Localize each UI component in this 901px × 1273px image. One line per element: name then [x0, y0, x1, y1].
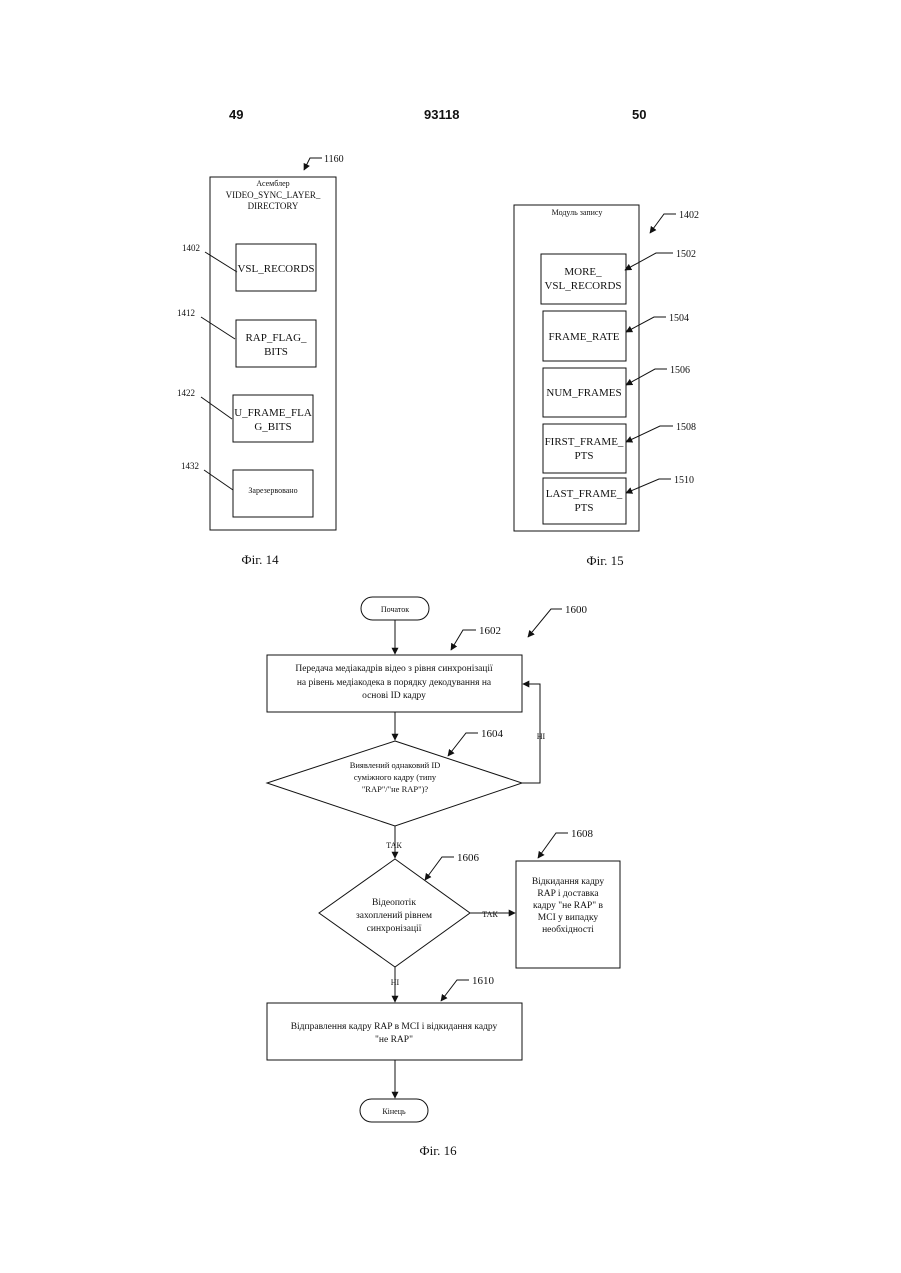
fig15-field-3-ref: 1506: [670, 365, 690, 376]
yes-label-1606: ТАК: [482, 910, 498, 919]
fig16-ref-leader: [528, 609, 562, 637]
decision-1604-ref: 1604: [481, 728, 504, 740]
fig15-ref: 1402: [679, 210, 699, 221]
decision-1606-line-1: Відеопотік: [372, 898, 416, 908]
leader-1604: [448, 733, 478, 756]
leader-1602: [451, 630, 476, 650]
fig15-ref-leader: [650, 214, 676, 233]
fig14-title-line-2: VIDEO_SYNC_LAYER_: [226, 190, 321, 200]
fig14-field-4-ref: 1432: [181, 461, 199, 471]
fig16-flowchart: [267, 597, 620, 1122]
fig15-field-box-5: [543, 478, 626, 524]
step-1608-line-5: необхідності: [542, 924, 594, 935]
fig15-field-1-ref: 1502: [676, 249, 696, 260]
decision-1604-line-2: суміжного кадру (типу: [354, 772, 437, 782]
loop-no-label: НІ: [537, 732, 546, 741]
step-1608-line-1: Відкидання кадру: [532, 877, 605, 887]
step-1602-line-3: основі ID кадру: [362, 691, 426, 701]
fig14-field-1-ref: 1402: [182, 243, 200, 253]
fig14-field-2-ref: 1412: [177, 308, 195, 318]
fig15-leader-3: [626, 369, 667, 385]
fig15-leader-4: [626, 426, 673, 442]
step-1602-line-2: на рівень медіакодека в порядку декодува…: [297, 678, 492, 688]
decision-1606-ref: 1606: [457, 852, 480, 864]
fig14-leader-4: [204, 470, 233, 490]
decision-1606-line-3: синхронізації: [367, 924, 422, 934]
fig14-field-3-line-1: U_FRAME_FLA: [234, 407, 312, 419]
fig15-field-3-label: NUM_FRAMES: [546, 387, 621, 399]
fig15-field-4-ref: 1508: [676, 422, 696, 433]
fig15-field-1-line-1: MORE_: [564, 266, 602, 278]
step-1608-line-2: RAP і доставка: [537, 889, 599, 899]
decision-1604-line-3: "RAP"/"не RAP")?: [362, 784, 429, 794]
step-1608-line-3: кадру "не RAP" в: [533, 901, 604, 911]
step-1610-ref: 1610: [472, 975, 495, 987]
fig14-title-line-3: DIRECTORY: [248, 201, 299, 211]
fig15-field-5-ref: 1510: [674, 475, 694, 486]
fig15-field-5-line-2: PTS: [575, 502, 594, 514]
fig14-field-4-label: Зарезервовано: [248, 486, 297, 495]
leader-1608: [538, 833, 568, 858]
step-1602-line-1: Передача медіакадрів відео з рівня синхр…: [295, 664, 493, 674]
fig15-leader-5: [626, 479, 671, 493]
step-1608-ref: 1608: [571, 828, 594, 840]
step-1608-line-4: МСІ у випадку: [538, 913, 599, 923]
fig16-caption: Фіг. 16: [419, 1143, 457, 1158]
fig15-field-box-4: [543, 424, 626, 473]
fig14-field-2-line-2: BITS: [264, 346, 288, 358]
fig14-title-line-1: Асемблер: [256, 179, 289, 188]
fig16-ref: 1600: [565, 604, 588, 616]
fig14-ref-leader: [304, 158, 322, 170]
decision-1604-line-1: Виявлений однаковий ID: [350, 760, 441, 770]
fig14-leader-3: [201, 397, 232, 419]
flow-start-label: Початок: [381, 605, 409, 614]
fig15-diagram: [514, 205, 676, 531]
no-label-1606: НІ: [391, 978, 400, 987]
fig14-caption: Фіг. 14: [241, 552, 279, 567]
fig15-leader-1: [625, 253, 673, 270]
yes-label-1604: ТАК: [386, 841, 402, 850]
leader-1606: [425, 857, 454, 880]
step-1602-ref: 1602: [479, 625, 501, 637]
fig14-ref: 1160: [324, 154, 344, 165]
fig14-diagram: [201, 158, 336, 530]
fig15-title: Модуль запису: [552, 208, 603, 217]
leader-1610: [441, 980, 469, 1001]
fig15-field-2-ref: 1504: [669, 313, 689, 324]
fig15-caption: Фіг. 15: [586, 553, 623, 568]
fig15-field-4-line-1: FIRST_FRAME_: [545, 436, 624, 448]
fig14-field-3-line-2: G_BITS: [254, 421, 291, 433]
flow-end-label: Кінець: [382, 1107, 406, 1116]
fig15-field-4-line-2: PTS: [575, 450, 594, 462]
fig15-field-1-line-2: VSL_RECORDS: [544, 280, 621, 292]
decision-1606-line-2: захоплений рівнем: [356, 910, 432, 921]
fig14-field-3-ref: 1422: [177, 388, 195, 398]
fig15-field-5-line-1: LAST_FRAME_: [546, 488, 623, 500]
fig15-field-box-1: [541, 254, 626, 304]
step-1610-line-2: "не RAP": [375, 1035, 413, 1045]
fig14-field-1-label: VSL_RECORDS: [237, 263, 314, 275]
fig14-leader-2: [201, 317, 235, 339]
fig14-field-2-line-1: RAP_FLAG_: [245, 332, 307, 344]
step-1610-line-1: Відправлення кадру RAP в МСІ і відкиданн…: [291, 1022, 498, 1032]
fig15-field-2-label: FRAME_RATE: [549, 331, 620, 343]
fig15-leader-2: [626, 317, 666, 332]
